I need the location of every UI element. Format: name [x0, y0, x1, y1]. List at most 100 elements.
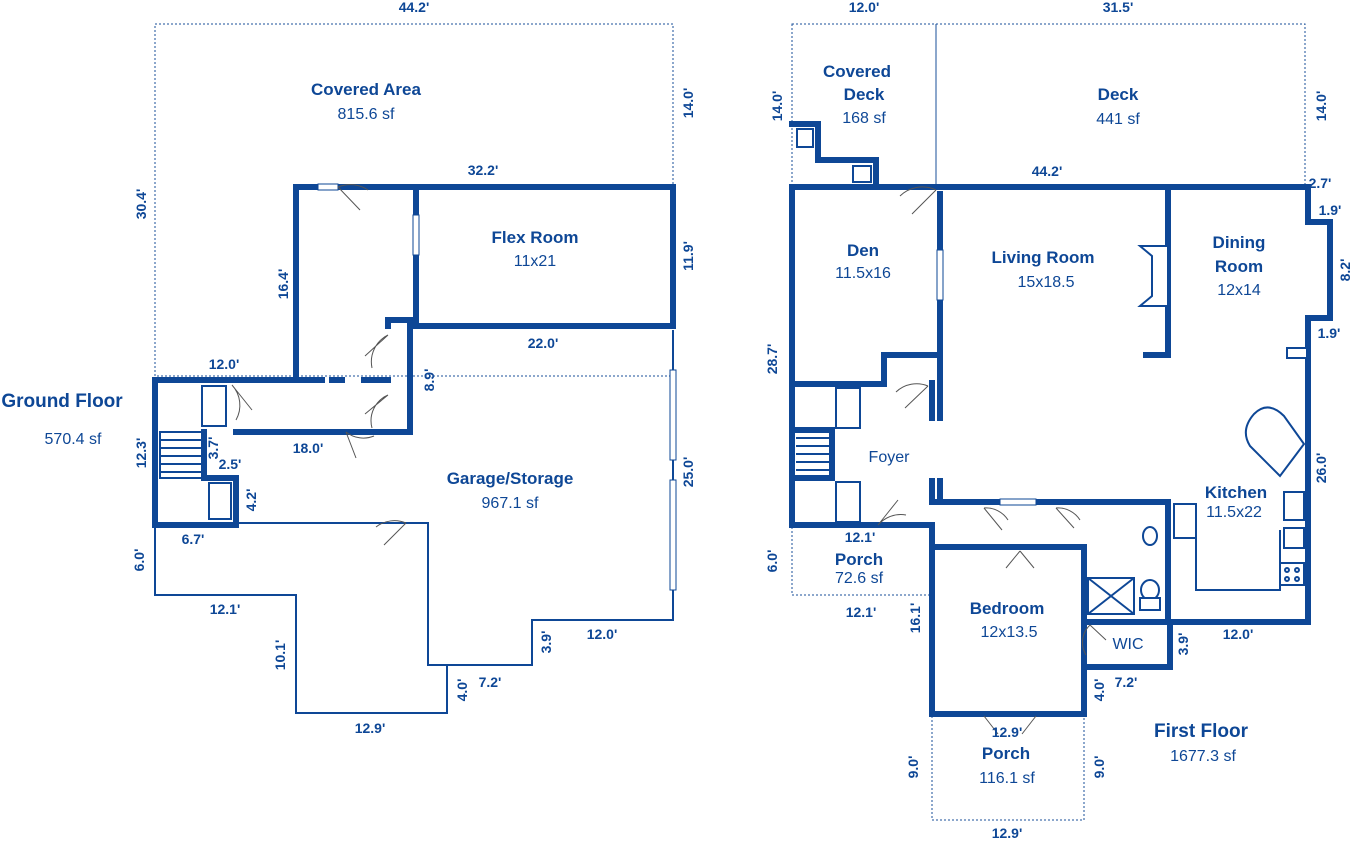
dim-label: 18.0' — [293, 440, 324, 456]
window — [936, 249, 944, 301]
covered-area-area: 815.6 sf — [338, 106, 395, 123]
kitchen-counter — [1195, 504, 1281, 591]
deck-label: Deck — [1098, 85, 1139, 104]
dim-label: 7.2' — [479, 674, 502, 690]
window — [999, 498, 1037, 506]
foyer-wall — [929, 478, 943, 505]
door-swing — [1055, 507, 1081, 529]
flex-room-label: Flex Room — [492, 228, 579, 247]
door-swing — [364, 394, 389, 429]
window — [412, 214, 420, 256]
dim-label: 1.9' — [1319, 202, 1342, 218]
stair-landing — [835, 481, 861, 523]
stair-landing — [201, 385, 227, 427]
deck-area: 441 sf — [1096, 111, 1140, 128]
stair-walls — [152, 377, 299, 528]
dim-label: 9.0' — [1091, 756, 1107, 779]
grill-counter — [789, 121, 879, 190]
covered-deck-outline — [791, 23, 937, 188]
covered-area-label: Covered Area — [311, 80, 421, 99]
dining-room-size: 12x14 — [1217, 282, 1261, 299]
ground-floor-title: Ground Floor — [1, 391, 123, 412]
foyer-label: Foyer — [869, 449, 911, 466]
dim-label: 12.3' — [133, 438, 149, 469]
fireplace-icon — [1137, 245, 1169, 307]
flex-room-walls — [293, 184, 676, 383]
ground-floor-plan: Ground Floor 570.4 sf Covered Area 815.6… — [1, 0, 696, 736]
dim-label: 9.0' — [905, 756, 921, 779]
door-swing — [895, 383, 929, 409]
bedroom-size: 12x13.5 — [981, 624, 1038, 641]
stairs — [159, 431, 203, 479]
dim-label: 3.9' — [1175, 633, 1191, 656]
door-swing — [1005, 550, 1035, 569]
dim-label: 4.2' — [243, 489, 259, 512]
garage-inner-wall — [236, 522, 447, 666]
dim-label: 22.0' — [528, 335, 559, 351]
kitchen-bar — [1244, 406, 1306, 478]
dim-label: 30.4' — [133, 189, 149, 220]
door-swing — [1082, 624, 1107, 656]
dim-label: 44.2' — [1032, 163, 1063, 179]
dim-label: 8.9' — [421, 369, 437, 392]
dim-label: 10.1' — [272, 640, 288, 671]
dim-label: 6.7' — [182, 531, 205, 547]
first-floor-plan: Covered Deck 168 sf Deck 441 sf Den 11.5… — [764, 0, 1352, 841]
dim-label: 14.0' — [1313, 91, 1329, 122]
door-swing — [337, 184, 369, 211]
bar-stub — [1286, 347, 1308, 359]
door-swing — [375, 520, 407, 546]
window — [669, 479, 677, 591]
living-room-label: Living Room — [992, 248, 1095, 267]
bedroom-top-wall — [929, 544, 1087, 670]
dim-label: 4.0' — [1091, 679, 1107, 702]
window — [317, 183, 339, 191]
dim-label: 12.1' — [845, 529, 876, 545]
dim-label: 12.1' — [846, 604, 877, 620]
dim-label: 2.5' — [219, 456, 242, 472]
dim-label: 12.9' — [992, 724, 1023, 740]
dim-label: 12.9' — [355, 720, 386, 736]
dim-label: 32.2' — [468, 162, 499, 178]
dim-label: 26.0' — [1313, 453, 1329, 484]
bedroom-label: Bedroom — [970, 599, 1045, 618]
covered-deck-area: 168 sf — [842, 110, 886, 127]
back-porch-label: Porch — [982, 744, 1030, 763]
stair-wall — [789, 427, 835, 481]
front-porch-label: Porch — [835, 550, 883, 569]
first-floor-title: First Floor — [1154, 721, 1249, 742]
kitchen-size: 11.5x22 — [1206, 504, 1262, 521]
dim-label: 16.4' — [275, 269, 291, 300]
dim-label: 8.2' — [1337, 259, 1352, 282]
door-swing — [231, 384, 253, 421]
door-swing — [983, 715, 1037, 735]
flex-room-size: 11x21 — [514, 253, 557, 270]
deck-outline — [935, 23, 1306, 188]
first-floor-area: 1677.3 sf — [1170, 748, 1236, 765]
grill-icon — [796, 128, 814, 148]
sink-icon — [1142, 526, 1158, 546]
covered-deck-label-2: Deck — [844, 85, 885, 104]
stove-icon — [1279, 562, 1305, 586]
dim-label: 31.5' — [1103, 0, 1134, 15]
dim-label: 12.0' — [587, 626, 618, 642]
stairs — [796, 437, 830, 471]
door-swing — [899, 186, 937, 215]
dim-label: 12.0' — [849, 0, 880, 15]
dim-label: 16.1' — [907, 603, 923, 634]
dim-label: 12.9' — [992, 825, 1023, 841]
door-swing — [364, 334, 389, 369]
dim-label: 11.9' — [680, 241, 696, 271]
dishwasher-icon — [1283, 527, 1305, 549]
den-bottom-wall — [789, 352, 943, 421]
den-size: 11.5x16 — [835, 265, 891, 282]
dim-label: 14.0' — [769, 91, 785, 122]
garage-outline — [154, 330, 674, 714]
living-room-size: 15x18.5 — [1018, 274, 1075, 291]
wic-label: WIC — [1112, 636, 1143, 653]
fridge-icon — [852, 165, 872, 183]
garage-area: 967.1 sf — [482, 495, 539, 512]
dim-label: 3.7' — [205, 437, 221, 460]
dim-label: 1.9' — [1318, 325, 1341, 341]
